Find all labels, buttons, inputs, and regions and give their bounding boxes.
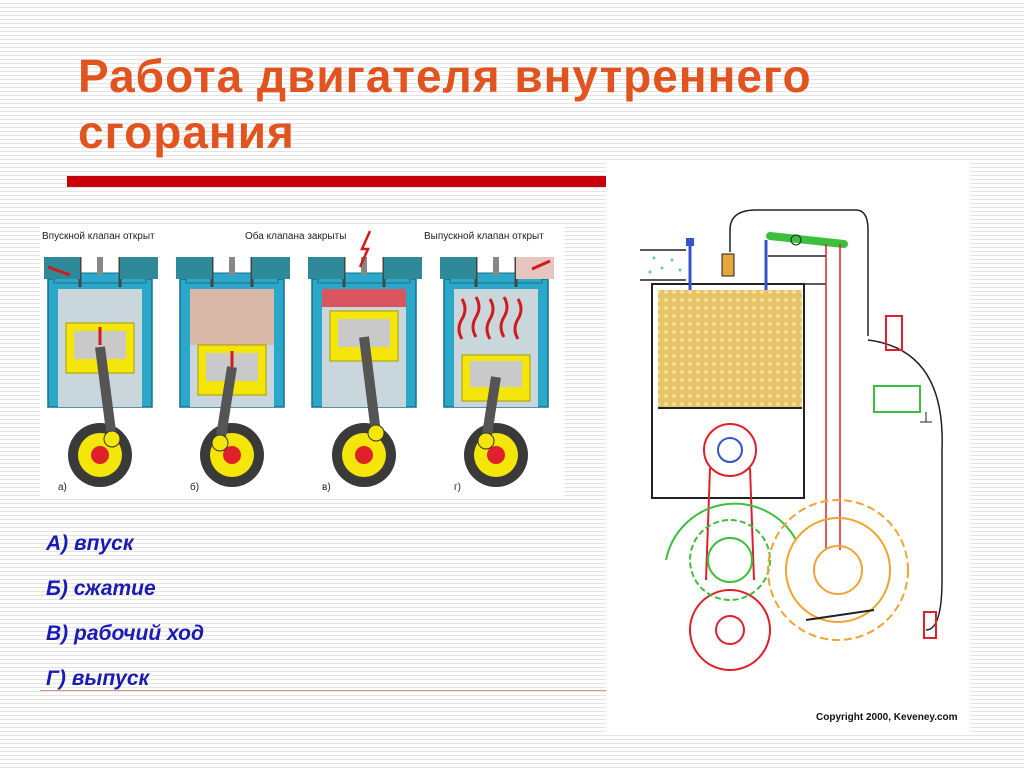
- stroke-c-power: [308, 230, 422, 489]
- title-underline-bar: [67, 176, 610, 187]
- four-stroke-diagram: Впускной клапан открыт Оба клапана закры…: [40, 227, 564, 497]
- engine-animation-panel: Copyright 2000, Keveney.com: [606, 160, 970, 734]
- stroke-b-compression: [176, 255, 290, 489]
- sublabel-a: а): [58, 482, 67, 493]
- legend-intake: А) впуск: [46, 532, 134, 555]
- slide-title: Работа двигателя внутреннего сгорания: [78, 50, 812, 158]
- sublabel-d: г): [454, 482, 461, 493]
- caption-exhaust-valve-open: Выпускной клапан открыт: [424, 231, 544, 242]
- bottom-divider: [40, 690, 610, 691]
- caption-both-valves-closed: Оба клапана закрыты: [245, 231, 347, 242]
- stroke-a-intake: [44, 255, 158, 489]
- sublabel-b: б): [190, 482, 200, 493]
- legend-exhaust: Г) выпуск: [46, 667, 150, 690]
- caption-intake-valve-open: Впускной клапан открыт: [42, 231, 155, 242]
- stroke-d-exhaust: [440, 255, 554, 489]
- legend-power-stroke: В) рабочий ход: [46, 622, 204, 645]
- copyright-label: Copyright 2000, Keveney.com: [816, 712, 958, 723]
- legend-compression: Б) сжатие: [46, 577, 156, 600]
- sublabel-c: в): [322, 482, 331, 493]
